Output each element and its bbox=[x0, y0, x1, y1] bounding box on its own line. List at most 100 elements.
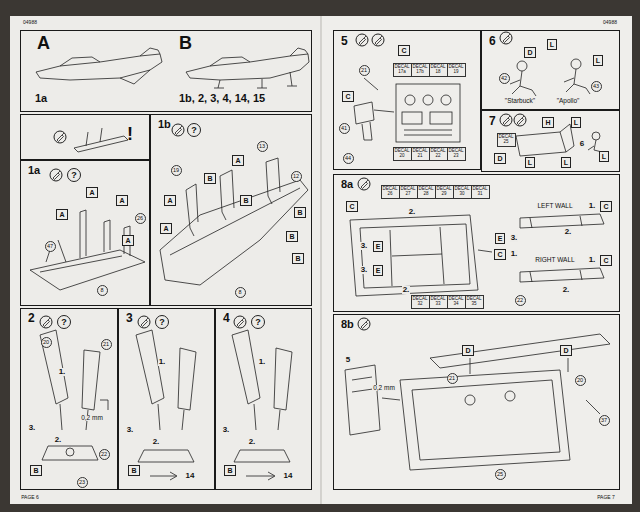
page-number: PAGE 6 bbox=[21, 495, 39, 500]
step-marker: 1. bbox=[258, 358, 267, 366]
part-letter: A bbox=[86, 187, 97, 198]
part-number: 21 bbox=[447, 373, 458, 384]
page-number: 04988 bbox=[603, 20, 617, 25]
decal-ref: DECAL 28 bbox=[417, 185, 436, 199]
part-letter: C bbox=[600, 255, 611, 266]
step-marker: 1. bbox=[588, 202, 597, 210]
step-marker: 2. bbox=[402, 286, 411, 294]
part-number: 13 bbox=[257, 141, 268, 152]
part-letter: A bbox=[232, 155, 243, 166]
part-number: 43 bbox=[591, 81, 602, 92]
step-marker: 3. bbox=[28, 424, 37, 432]
part-letter: C bbox=[494, 249, 505, 260]
help-icon: ? bbox=[251, 315, 265, 329]
note-text: "Apollo" bbox=[556, 98, 581, 105]
step-number: 8a bbox=[341, 179, 353, 190]
note-text: 0,2 mm bbox=[80, 415, 104, 422]
step-marker: 3. bbox=[222, 426, 231, 434]
step-marker: 3. bbox=[510, 234, 519, 242]
decal-ref: DECAL 17a bbox=[393, 63, 412, 77]
decal-ref: DECAL 18 bbox=[429, 63, 448, 77]
decal-ref: DECAL 32 bbox=[411, 295, 430, 309]
help-icon: ? bbox=[187, 123, 201, 137]
decal-ref: DECAL 20 bbox=[393, 147, 412, 161]
step-marker: 5 bbox=[345, 356, 351, 364]
decal-ref: DECAL 21 bbox=[411, 147, 430, 161]
step-marker: 3. bbox=[126, 426, 135, 434]
step-number: 7 bbox=[489, 115, 496, 127]
step-panel: 1b bbox=[150, 114, 312, 306]
part-number: 12 bbox=[291, 171, 302, 182]
step-marker: 1. bbox=[58, 368, 67, 376]
step-marker: 2. bbox=[562, 286, 571, 294]
decal-ref: DECAL 35 bbox=[465, 295, 484, 309]
decal-ref: DECAL 31 bbox=[471, 185, 490, 199]
part-number: 20 bbox=[575, 375, 586, 386]
help-icon: ? bbox=[155, 315, 169, 329]
note-text: "Starbuck" bbox=[504, 98, 536, 105]
step-number: 1a bbox=[28, 165, 40, 176]
part-number: 41 bbox=[339, 123, 350, 134]
part-number: 25 bbox=[495, 469, 506, 480]
part-letter: B bbox=[292, 253, 303, 264]
part-letter: D bbox=[494, 153, 505, 164]
step-marker: 14 bbox=[283, 472, 294, 480]
part-letter: D bbox=[524, 47, 535, 58]
step-number: 8b bbox=[341, 319, 354, 330]
part-number: 21 bbox=[359, 65, 370, 76]
step-panel: ! bbox=[20, 114, 150, 160]
decal-ref: DECAL 30 bbox=[453, 185, 472, 199]
part-letter: B bbox=[240, 195, 251, 206]
part-number: 8 bbox=[97, 285, 108, 296]
part-number: 42 bbox=[499, 73, 510, 84]
part-number: 37 bbox=[599, 415, 610, 426]
part-letter: B bbox=[128, 465, 139, 476]
part-letter: C bbox=[398, 45, 409, 56]
part-number: 22 bbox=[99, 449, 110, 460]
decal-ref: DECAL 33 bbox=[429, 295, 448, 309]
part-letter: A bbox=[122, 235, 133, 246]
page-number: 04988 bbox=[23, 20, 37, 25]
step-marker: 1. bbox=[510, 250, 519, 258]
part-letter: E bbox=[495, 233, 506, 244]
step-number: 1b bbox=[158, 119, 171, 130]
decal-ref: DECAL 25 bbox=[497, 133, 516, 147]
step-marker: 14 bbox=[185, 472, 196, 480]
step-marker: 2. bbox=[408, 208, 417, 216]
help-icon: ? bbox=[67, 168, 81, 182]
decal-ref: DECAL 19 bbox=[447, 63, 466, 77]
step-marker: 3. bbox=[360, 266, 369, 274]
part-number: 26 bbox=[135, 213, 146, 224]
step-number: 4 bbox=[223, 312, 230, 324]
step-number: A bbox=[37, 34, 50, 52]
step-panel: 2 bbox=[20, 308, 118, 490]
step-marker: 2. bbox=[152, 438, 161, 446]
part-letter: L bbox=[593, 55, 603, 66]
help-icon: ? bbox=[57, 315, 71, 329]
part-letter: E bbox=[373, 241, 384, 252]
part-letter: L bbox=[547, 39, 557, 50]
step-number: ! bbox=[127, 125, 133, 143]
step-number: 3 bbox=[126, 312, 133, 324]
part-number: 20 bbox=[41, 337, 52, 348]
part-letter: L bbox=[571, 117, 581, 128]
step-panel: 4 bbox=[215, 308, 312, 490]
decal-ref: DECAL 34 bbox=[447, 295, 466, 309]
part-letter: B bbox=[224, 465, 235, 476]
step-number: 5 bbox=[341, 35, 348, 47]
part-letter: B bbox=[204, 173, 215, 184]
part-number: 21 bbox=[101, 339, 112, 350]
part-number: 22 bbox=[515, 295, 526, 306]
note-text: LEFT WALL bbox=[536, 203, 573, 210]
decal-ref: DECAL 23 bbox=[447, 147, 466, 161]
part-number: 47 bbox=[45, 241, 56, 252]
step-marker: 6 bbox=[579, 140, 585, 148]
part-letter: B bbox=[286, 231, 297, 242]
step-panel: 8b bbox=[333, 314, 620, 490]
part-letter: A bbox=[160, 223, 171, 234]
step-marker: 1. bbox=[158, 358, 167, 366]
part-number: 44 bbox=[343, 153, 354, 164]
part-letter: A bbox=[56, 209, 67, 220]
page-number: PAGE 7 bbox=[597, 495, 615, 500]
part-number: 8 bbox=[235, 287, 246, 298]
